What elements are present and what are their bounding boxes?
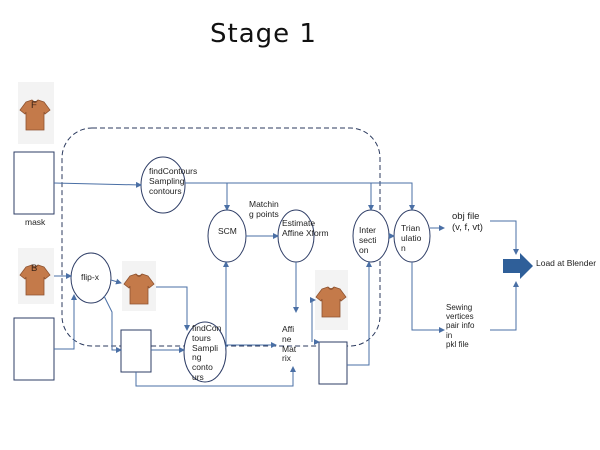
arrow-mask-to-matrix xyxy=(135,366,296,387)
arrow-flip-to-mask xyxy=(103,295,122,353)
load-at-blender-label: Load at Blender xyxy=(536,258,597,268)
shirt-front-letter: F xyxy=(31,100,37,111)
scm-label: SCM xyxy=(218,226,237,236)
arrow-sewing-to-blender xyxy=(490,281,519,331)
tshirt-front-icon xyxy=(18,82,54,144)
mask-flipped-box xyxy=(120,329,152,373)
tshirt-result-icon xyxy=(315,270,348,330)
triangulation-label: Trian ulatio n xyxy=(401,223,422,253)
mask-front-box xyxy=(13,151,55,215)
arrow-obj-to-blender xyxy=(490,220,519,255)
arrow-transformed-to-intersection xyxy=(347,261,372,366)
estimate-affine-label: Estimate Affine Xform xyxy=(282,218,329,238)
arrow-flip-to-shirt xyxy=(110,278,122,285)
find-contours-top-label: findContours Sampling contours xyxy=(149,166,198,196)
arrow-matrix-to-shirt xyxy=(310,297,316,342)
arrow-mask-to-findcontours xyxy=(53,181,142,188)
arrow-triangulation-to-sewing xyxy=(411,262,445,333)
load-at-blender-arrow-icon xyxy=(503,253,533,279)
mask-label: mask xyxy=(25,217,46,227)
tshirt-flipped-icon xyxy=(122,261,156,311)
obj-file-label: obj file (v, f, vt) xyxy=(452,211,483,233)
connectors xyxy=(53,181,519,387)
arrow-contours-to-triangulation xyxy=(371,182,415,211)
affine-matrix-label: Affi ne Mat rix xyxy=(282,324,297,364)
find-contours-bottom-label: findCon tours Sampli ng conto urs xyxy=(192,323,222,382)
transformed-mask-box xyxy=(318,341,348,385)
flip-x-label: flip-x xyxy=(81,272,99,282)
tshirt-back-icon xyxy=(18,248,54,304)
mask-back-box xyxy=(13,317,55,381)
shirt-back-letter: B xyxy=(31,263,38,274)
matching-points-label: Matchin g points xyxy=(249,199,279,219)
intersection-label: Inter secti on xyxy=(359,225,377,255)
arrow-maskback-to-flip xyxy=(54,294,77,350)
arrow-shirt-to-transform xyxy=(156,286,190,331)
page-title: Stage 1 xyxy=(210,19,317,49)
sewing-label: Sewing vertices pair info in pkl file xyxy=(446,303,475,349)
